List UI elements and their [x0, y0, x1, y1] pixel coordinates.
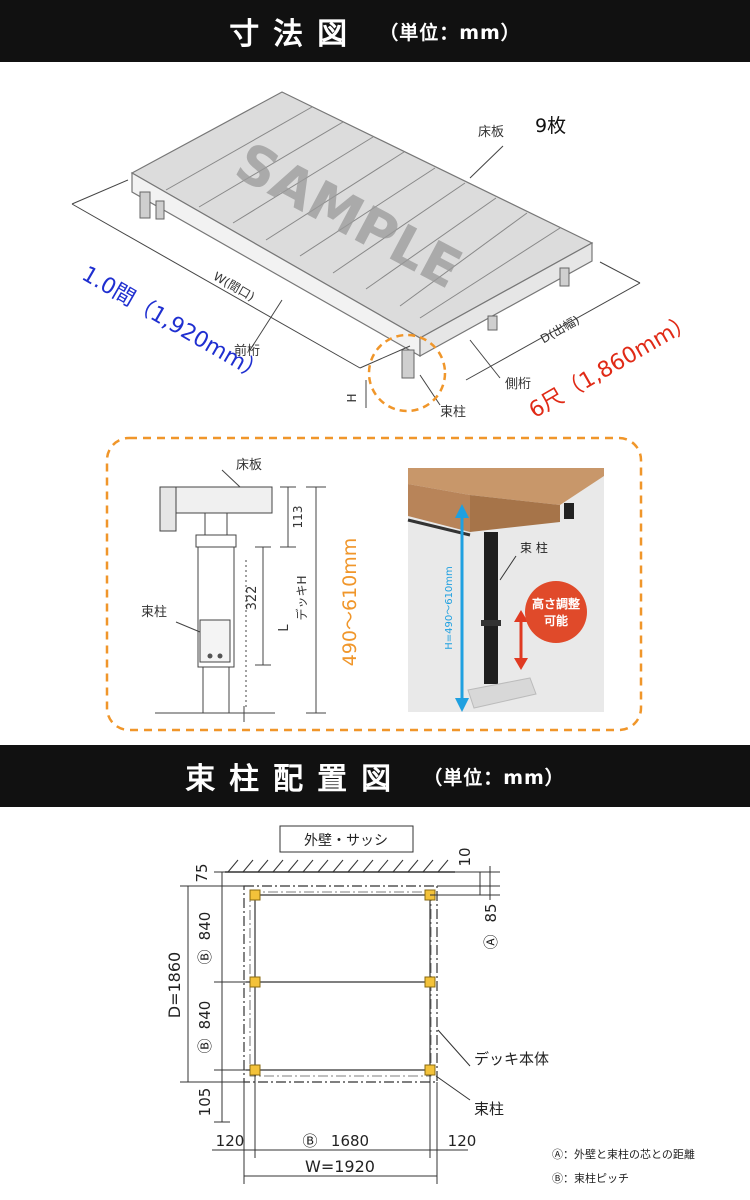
header-unit-posts: （単位：mm） — [423, 766, 565, 789]
dim-840-bottom: 840 — [196, 1001, 214, 1030]
dim-d: D=1860 — [165, 952, 184, 1018]
dim-75: 75 — [193, 863, 211, 882]
dim-1680: 1680 — [331, 1132, 369, 1150]
dimension-lines — [71, 145, 641, 408]
label-floorboard: 床板 — [478, 125, 504, 140]
isometric-deck-drawing: SAMPLE W(間口) D(出幅) H 床板 9枚 前桁 側桁 束柱 1.0間… — [71, 91, 698, 424]
dim-w: W=1920 — [305, 1157, 375, 1176]
post-section-drawing — [155, 469, 326, 722]
side-beam-face — [419, 241, 593, 358]
post-highlight-circle — [367, 333, 447, 413]
right-dimension-chain — [430, 866, 500, 1101]
label-h: H — [345, 393, 359, 402]
header-post-layout: 束柱配置図 （単位：mm） — [0, 745, 750, 807]
left-dimension-chain — [180, 871, 250, 1123]
deck-inner-outline — [249, 891, 432, 1077]
floorboard-lines — [165, 106, 561, 319]
photo-height-range: H=490～610mm — [444, 566, 455, 650]
wall-hatching — [225, 859, 455, 873]
detail-label-post: 束柱 — [141, 605, 167, 620]
wall-label-box — [279, 825, 414, 853]
legend-a: Ⓐ：外壁と束柱の芯との距離 — [552, 1147, 695, 1161]
wall-label: 外壁・サッシ — [304, 833, 388, 849]
dim-105: 105 — [196, 1088, 214, 1117]
width-note: 1.0間（1,920mm） — [77, 262, 269, 387]
detail-label-l: L — [277, 624, 292, 632]
legend-b: Ⓑ：束柱ピッチ — [552, 1171, 629, 1185]
label-front-beam: 前桁 — [234, 343, 260, 359]
header-dimension-drawing: 寸法図 （単位：mm） — [0, 0, 750, 62]
dim-85: 85 — [482, 903, 500, 922]
label-post: 束柱 — [440, 405, 466, 420]
post-bolts — [207, 653, 223, 659]
badge-line2: 可能 — [544, 613, 568, 628]
dim-85-mark: Ⓐ — [482, 934, 500, 949]
post-detail-panel: 床板 束柱 113 322 L デッキH 490～610mm H=490～610… — [105, 436, 643, 732]
detail-label-deck-h: デッキH — [294, 575, 309, 620]
dim-1680-mark: Ⓑ — [302, 1132, 317, 1150]
dim-840-top: 840 — [196, 912, 214, 941]
dim-120-right: 120 — [448, 1132, 477, 1150]
dim-10: 10 — [456, 847, 474, 866]
beam-lines — [246, 894, 434, 1071]
detail-dashed-frame — [105, 436, 643, 732]
header-title-posts: 束柱配置図 — [185, 762, 406, 797]
header-title: 寸法図 — [229, 17, 362, 52]
posts — [139, 191, 570, 379]
detail-dim-113: 113 — [291, 506, 305, 529]
deck-photo-illustration — [407, 468, 604, 712]
label-board-count: 9枚 — [535, 115, 566, 137]
photo-label-post: 束 柱 — [520, 540, 548, 555]
bottom-dimension-chain — [212, 1075, 468, 1184]
label-deck-body: デッキ本体 — [474, 1050, 549, 1068]
detail-dim-322: 322 — [245, 586, 260, 611]
dim-840-bottom-mark: Ⓑ — [196, 1038, 214, 1053]
badge-line1: 高さ調整 — [532, 596, 580, 611]
label-side-beam: 側桁 — [505, 377, 531, 392]
label-plan-post: 束柱 — [474, 1100, 504, 1118]
dim-840-top-mark: Ⓑ — [196, 949, 214, 964]
detail-height-range: 490～610mm — [339, 538, 361, 667]
detail-label-floorboard: 床板 — [236, 458, 262, 473]
header-unit: （単位：mm） — [379, 21, 521, 44]
post-layout-plan: 外壁・サッシ — [165, 825, 695, 1185]
deck-outline — [243, 885, 438, 1083]
dim-120-left: 120 — [216, 1132, 245, 1150]
label-d: D(出幅) — [538, 312, 582, 346]
